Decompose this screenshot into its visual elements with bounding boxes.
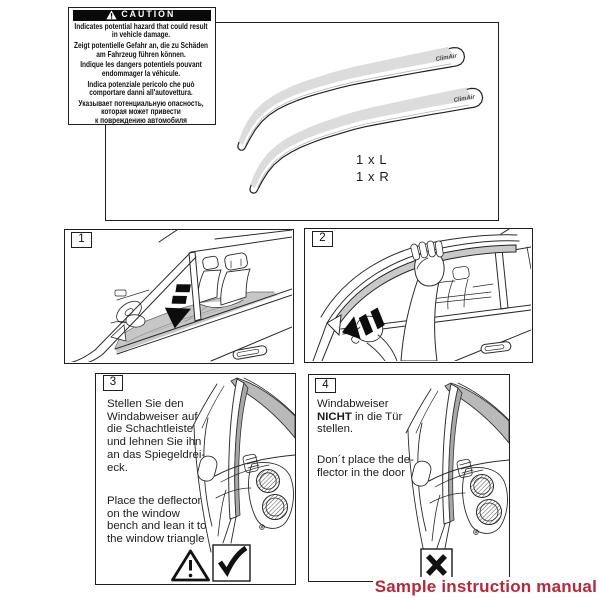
caution-text-en: Indicates potential hazard that could re… xyxy=(74,21,208,40)
step-3-text-german: Stellen Sie den Windabweiser auf die Sch… xyxy=(107,398,206,474)
step-number-1: 1 xyxy=(71,232,92,248)
step-2-illustration xyxy=(312,229,531,361)
step-3-text-english: Place the deflector on the window bench … xyxy=(107,495,207,546)
down-arrow-icon xyxy=(164,284,192,329)
caution-text-it: Indica potenziale pericolo che può compo… xyxy=(87,79,195,97)
right-deflector-drawing: ClimAir xyxy=(249,87,484,194)
quantity-right: 1 x R xyxy=(356,168,390,184)
wind-deflectors-illustration: ClimAir ClimAir xyxy=(237,46,484,194)
step-number-4: 4 xyxy=(315,378,336,393)
warning-triangle-icon xyxy=(171,549,210,582)
step-panel-2: 2 xyxy=(304,228,533,363)
left-deflector-drawing: ClimAir xyxy=(237,46,466,151)
caution-title: CAUTION xyxy=(121,9,176,21)
step-4-illustration xyxy=(405,382,509,580)
step-number-2: 2 xyxy=(312,231,333,247)
cross-icon xyxy=(426,554,447,576)
step-4-text-german: Windabweiser NICHT in die Tür stellen. xyxy=(317,398,403,436)
caution-box: CAUTION Indicates potential hazard that … xyxy=(68,7,216,125)
step-panel-1: 1 xyxy=(64,229,294,364)
left-arrow-icon xyxy=(342,307,385,340)
caution-header: CAUTION xyxy=(73,9,211,21)
brand-logo: ClimAir xyxy=(435,53,458,63)
caution-text-de: Zeigt potentielle Gefahr an, die zu Schä… xyxy=(74,41,208,59)
sample-watermark: Sample instruction manual xyxy=(372,577,597,597)
warning-triangle-icon xyxy=(106,10,117,20)
step-number-3: 3 xyxy=(103,375,123,391)
quantity-left: 1 x L xyxy=(356,152,388,167)
brand-logo: ClimAir xyxy=(453,94,476,104)
caution-text-ru: Указывает потенциальную опасность, котор… xyxy=(78,98,204,125)
step-1-illustration xyxy=(71,230,292,362)
step-panel-4: 4 Windabweiser NICHT in die Tür stellen.… xyxy=(308,374,510,582)
step-panel-3: 3 Stellen Sie den Windabweiser auf die S… xyxy=(95,373,296,585)
step-3-illustration xyxy=(171,377,295,582)
quantity-labels: 1 x L 1 x R xyxy=(356,152,389,185)
caution-text-fr: Indique les dangers potentiels pouvant e… xyxy=(80,60,202,78)
checkmark-icon xyxy=(217,545,248,577)
